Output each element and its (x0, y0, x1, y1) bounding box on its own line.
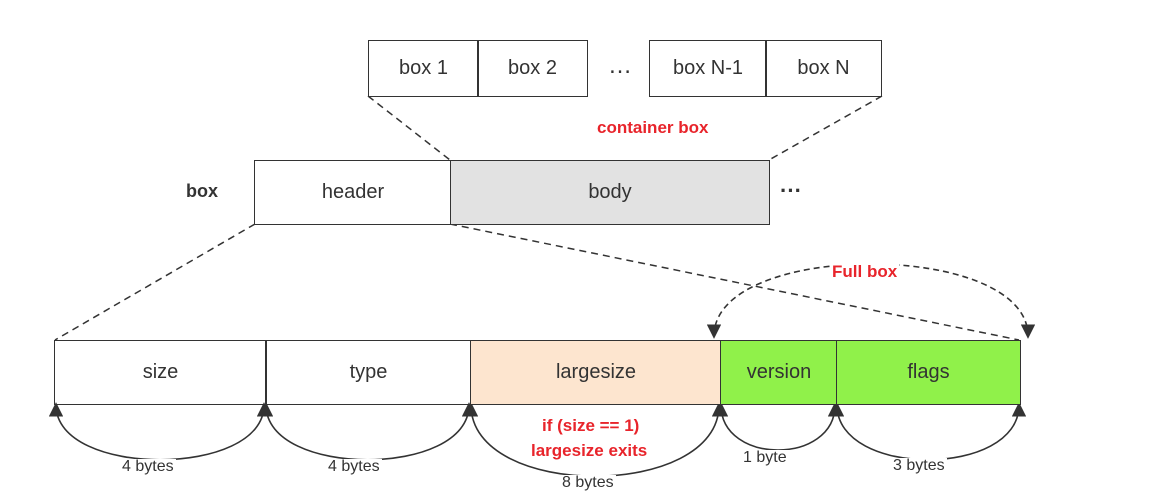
box-ellipsis: ··· (780, 178, 802, 203)
field-flags: flags (836, 340, 1021, 405)
field-version: version (720, 340, 838, 405)
bytes-arc-flags (829, 402, 1027, 461)
bytes-arc-version (713, 402, 843, 451)
zoom-line-container-right (768, 95, 883, 161)
field-size: size (54, 340, 267, 405)
box-body: body (450, 160, 770, 225)
box-header: header (254, 160, 452, 225)
bytes-arc-size (48, 402, 272, 461)
zoom-line-container-left (367, 95, 451, 161)
largesize-note-line-1: if (size == 1) (542, 416, 640, 435)
bytes-label-largesize: 8 bytes (560, 474, 616, 491)
box-label: box (186, 181, 219, 201)
field-largesize: largesize (470, 340, 722, 405)
bytes-label-flags: 3 bytes (891, 457, 947, 474)
bytes-label-size: 4 bytes (120, 458, 176, 475)
container-ellipsis: … (608, 52, 632, 79)
full-box-label: Full box (830, 262, 900, 281)
container-box-n: box N (765, 40, 882, 97)
field-type: type (265, 340, 472, 405)
zoom-line-header-right (449, 223, 1020, 341)
container-box-1: box 1 (368, 40, 479, 97)
container-box-2: box 2 (477, 40, 588, 97)
container-box-n-1: box N-1 (649, 40, 767, 97)
zoom-line-header-left (54, 223, 256, 341)
full-box-arc (706, 263, 1036, 339)
container-box-label: container box (597, 118, 709, 137)
largesize-note-line-2: largesize exits (531, 441, 648, 460)
bytes-label-version: 1 byte (741, 449, 789, 466)
bytes-label-type: 4 bytes (326, 458, 382, 475)
bytes-arc-type (258, 402, 477, 461)
